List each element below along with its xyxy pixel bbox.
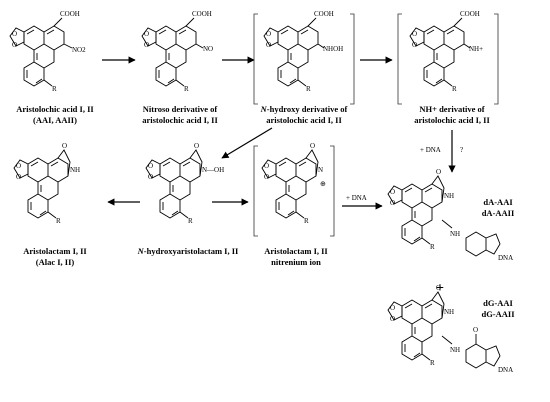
dg-label-1: dG-AAI	[483, 298, 513, 308]
nh-label: NH	[444, 192, 454, 200]
structure-da-adduct: O O O NH NH DNA R	[387, 168, 513, 262]
r-label: R	[430, 359, 435, 367]
svg-text:O: O	[148, 162, 153, 170]
structure-nitroso: O O COOH NO R	[141, 10, 213, 93]
nhydroxylactam-caption-rest: -hydroxyaristolactam I, II	[144, 246, 239, 256]
svg-text:O: O	[264, 173, 269, 181]
svg-text:O: O	[266, 30, 271, 38]
nhydroxy-caption-line2: aristolochic acid I, II	[266, 115, 342, 125]
svg-text:O: O	[412, 30, 417, 38]
nhydroxy-caption-rest: -hydroxy derivative of	[267, 104, 348, 114]
aai-caption-line2: (AAI, AAII)	[33, 115, 77, 125]
substituent-label: NH+	[469, 45, 483, 53]
nh-label: NH	[444, 308, 454, 316]
structure-nhydroxylactam: O O O N—OH R	[145, 142, 224, 225]
r-label: R	[452, 85, 457, 93]
svg-text:O: O	[144, 30, 149, 38]
nhydroxylactam-caption-italic: N	[137, 246, 145, 256]
r-label: R	[304, 217, 309, 225]
svg-text:O: O	[390, 315, 395, 323]
svg-text:O: O	[148, 173, 153, 181]
question-mark: ?	[460, 146, 463, 154]
svg-text:O: O	[390, 199, 395, 207]
svg-text:O: O	[390, 188, 395, 196]
structure-nitrenium: O O O N ⊕ R	[261, 142, 326, 225]
bracket-nhydroxy	[253, 13, 355, 105]
da-label-2: dA-AAII	[482, 208, 515, 218]
r-label: R	[184, 85, 189, 93]
nh-label: NH	[70, 166, 80, 174]
o-label: O	[310, 142, 315, 150]
r-label: R	[188, 217, 193, 225]
da-label-1: dA-AAI	[483, 197, 513, 207]
r-label: R	[430, 243, 435, 251]
svg-text:O: O	[12, 30, 17, 38]
r-label: R	[56, 217, 61, 225]
o-label: O	[436, 284, 441, 292]
nitrenium-caption-line2: nitrenium ion	[271, 257, 321, 267]
bracket-nitrenium	[253, 145, 335, 237]
nhplus-caption-line1: NH+ derivative of	[419, 104, 484, 114]
structure-nhydroxy: O O COOH NHOH R	[263, 10, 343, 93]
svg-text:O: O	[264, 162, 269, 170]
r-label: R	[306, 85, 311, 93]
aai-caption-line1: Aristolochic acid I, II	[16, 104, 94, 114]
o-label: O	[62, 142, 67, 150]
nhydroxy-caption-italic: N	[260, 104, 268, 114]
acid-label: COOH	[460, 10, 480, 18]
dna-label: DNA	[498, 254, 513, 262]
dna-label-2: + DNA	[346, 194, 367, 202]
dg-label-2: dG-AAII	[481, 309, 515, 319]
linker-nh: NH	[450, 230, 460, 238]
svg-text:O: O	[473, 326, 478, 334]
n-oh-label: N—OH	[202, 166, 224, 174]
structure-dg-adduct: O O O NH NH O DNA R	[387, 284, 513, 374]
plus-sign: +	[436, 281, 444, 296]
dna-label: DNA	[498, 366, 513, 374]
charge-label: ⊕	[320, 180, 326, 188]
linker-nh: NH	[450, 346, 460, 354]
o-label: O	[436, 168, 441, 176]
nitrenium-caption-line1: Aristolactam I, II	[264, 246, 328, 256]
substituent-label: NO2	[72, 46, 86, 54]
bracket-nhplus	[397, 13, 499, 105]
nhydroxylactam-caption: N-hydroxyaristolactam I, II	[137, 246, 239, 256]
arrow-nhydroxy-lactam	[221, 127, 273, 159]
r-label: R	[52, 85, 57, 93]
acid-label: COOH	[192, 10, 212, 18]
nitroso-caption-line2: aristolochic acid I, II	[142, 115, 218, 125]
nitroso-caption-line1: Nitroso derivative of	[143, 104, 218, 114]
svg-text:O: O	[16, 162, 21, 170]
structure-aai: O O COOH NO2 R	[9, 10, 86, 93]
n-label: N	[318, 166, 323, 174]
acid-label: COOH	[314, 10, 334, 18]
lactam-caption-line1: Aristolactam I, II	[23, 246, 87, 256]
dna-label-1: + DNA	[420, 146, 441, 154]
svg-text:O: O	[144, 41, 149, 49]
svg-text:O: O	[266, 41, 271, 49]
svg-text:O: O	[412, 41, 417, 49]
lactam-caption-line2: (Alac I, II)	[36, 257, 75, 267]
substituent-label: NHOH	[323, 45, 343, 53]
nhplus-caption-line2: aristolochic acid I, II	[414, 115, 490, 125]
acid-label: COOH	[60, 10, 80, 18]
svg-text:O: O	[16, 173, 21, 181]
svg-text:O: O	[390, 304, 395, 312]
svg-text:O: O	[12, 41, 17, 49]
structure-aristolactam: O O O NH R	[13, 142, 80, 225]
substituent-label: NO	[203, 45, 213, 53]
structure-nhplus: O O COOH NH+ R	[409, 10, 483, 93]
o-label: O	[194, 142, 199, 150]
nhydroxy-caption-line1: N-hydroxy derivative of	[260, 104, 348, 114]
